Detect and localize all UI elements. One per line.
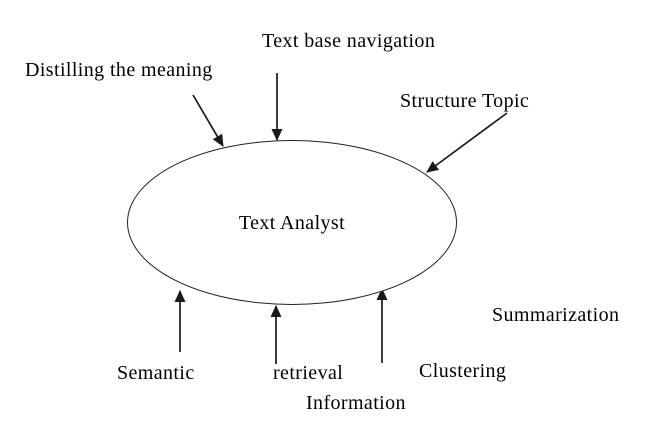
- label-retrieval: retrieval: [273, 362, 344, 384]
- center-node-label: Text Analyst: [238, 211, 346, 234]
- arrow-structure-topic: [426, 112, 508, 173]
- label-text-base-navigation: Text base navigation: [262, 30, 436, 52]
- label-semantic: Semantic: [117, 362, 195, 384]
- label-structure-topic: Structure Topic: [400, 90, 530, 112]
- arrow-distilling-the-meaning: [192, 94, 224, 147]
- label-summarization: Summarization: [492, 304, 620, 326]
- label-distilling-the-meaning: Distilling the meaning: [25, 59, 213, 81]
- label-information: Information: [306, 392, 406, 414]
- label-clustering: Clustering: [419, 360, 507, 382]
- text-analyst-ellipse: Text Analyst: [127, 140, 457, 305]
